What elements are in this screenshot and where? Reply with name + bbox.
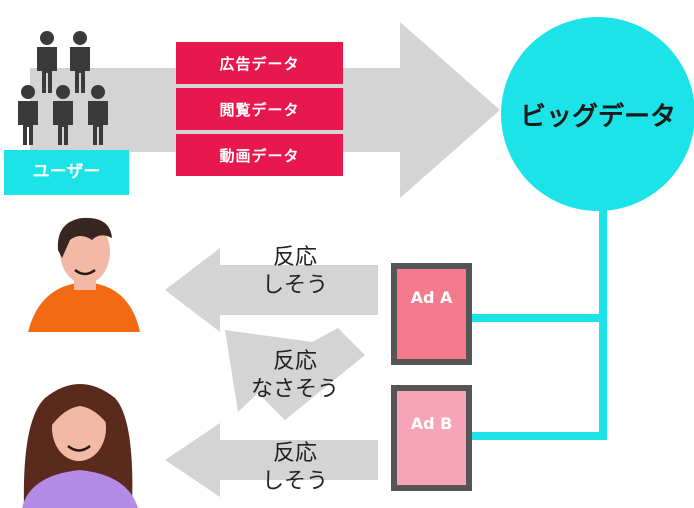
woman-avatar-icon: [22, 384, 138, 508]
man-avatar-icon: [28, 217, 140, 332]
reaction-arrow-bottom: [165, 423, 378, 497]
users-label-bg: [4, 150, 129, 195]
data-type-ad: 広告データ: [176, 42, 343, 84]
reaction-bottom-line1: 反応: [272, 441, 317, 466]
users-label: ユーザー: [32, 162, 101, 182]
ad-b-inner: [397, 391, 466, 485]
ad-a-label: Ad A: [410, 288, 453, 307]
bigdata-circle: [501, 17, 694, 211]
reaction-middle-line2: なさそう: [250, 377, 339, 402]
reaction-top-line1: 反応: [272, 245, 317, 270]
reaction-middle: 反応 なさそう: [235, 348, 355, 404]
reaction-arrow-diagonal: [225, 328, 365, 420]
reaction-top: 反応 しそう: [240, 244, 350, 300]
ad-b-label: Ad B: [410, 414, 453, 433]
reaction-arrow-top: [165, 248, 378, 332]
ad-a-inner: [397, 269, 466, 359]
reaction-middle-line1: 反応: [272, 349, 317, 374]
reaction-bottom: 反応 しそう: [240, 440, 350, 496]
users-group-icon: [18, 31, 108, 145]
reaction-top-line2: しそう: [261, 273, 328, 298]
bigdata-label: ビッグデータ: [519, 102, 676, 132]
data-type-video: 動画データ: [176, 134, 343, 176]
data-type-browsing: 閲覧データ: [176, 88, 343, 130]
connector-lines: [470, 210, 607, 440]
reaction-bottom-line2: しそう: [261, 469, 328, 494]
